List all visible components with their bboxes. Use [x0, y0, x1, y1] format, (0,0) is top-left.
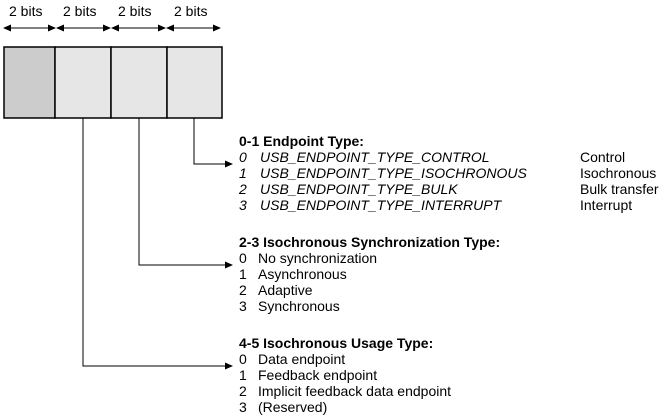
bit-width-label-1: 2 bits: [9, 3, 43, 19]
sync-type-num: 1: [239, 266, 247, 282]
sync-type-num: 2: [239, 282, 247, 298]
register-cell-bits-0-1: [166, 46, 223, 119]
register-cell-bits-6-7: [3, 46, 56, 119]
sync-type-desc: Synchronous: [258, 298, 340, 314]
usage-type-desc: Data endpoint: [258, 351, 346, 367]
bit-width-label-3: 2 bits: [118, 3, 152, 19]
endpoint-type-desc: Control: [580, 149, 626, 165]
usage-type-desc: Implicit feedback data endpoint: [258, 383, 452, 399]
endpoint-type-name: USB_ENDPOINT_TYPE_BULK: [260, 181, 458, 197]
sync-type-desc: Asynchronous: [258, 266, 347, 282]
endpoint-type-num: 0: [239, 149, 247, 165]
usage-type-num: 0: [239, 351, 247, 367]
usage-type-desc: Feedback endpoint: [258, 367, 378, 383]
sync-type-desc: Adaptive: [258, 282, 313, 298]
sync-type-num: 3: [239, 298, 247, 314]
connector-endpoint-type: [193, 118, 233, 168]
register-cell-bits-4-5: [54, 46, 112, 119]
usage-type-num: 3: [239, 399, 247, 415]
endpoint-type-num: 1: [239, 165, 247, 181]
endpoint-type-num: 2: [239, 181, 247, 197]
connector-usage-type: [82, 118, 233, 370]
connector-sync-type: [138, 118, 233, 269]
endpoint-type-name: USB_ENDPOINT_TYPE_INTERRUPT: [260, 197, 502, 213]
endpoint-type-desc: Isochronous: [580, 165, 657, 181]
endpoint-type-name: USB_ENDPOINT_TYPE_ISOCHRONOUS: [260, 165, 527, 181]
register-cell-bits-2-3: [110, 46, 168, 119]
sync-type-num: 0: [239, 250, 247, 266]
endpoint-type-desc: Interrupt: [580, 197, 633, 213]
bit-width-label-2: 2 bits: [63, 3, 97, 19]
sync-type-heading: 2-3 Isochronous Synchronization Type:: [239, 234, 501, 250]
bit-width-label-4: 2 bits: [174, 3, 208, 19]
usage-type-heading: 4-5 Isochronous Usage Type:: [239, 335, 434, 351]
usage-type-num: 2: [239, 383, 247, 399]
usage-type-num: 1: [239, 367, 247, 383]
endpoint-type-num: 3: [239, 197, 247, 213]
usage-type-desc: (Reserved): [258, 399, 328, 415]
endpoint-type-desc: Bulk transfer: [580, 181, 659, 197]
endpoint-type-name: USB_ENDPOINT_TYPE_CONTROL: [260, 149, 490, 165]
sync-type-desc: No synchronization: [258, 250, 378, 266]
endpoint-type-heading: 0-1 Endpoint Type:: [239, 133, 364, 149]
